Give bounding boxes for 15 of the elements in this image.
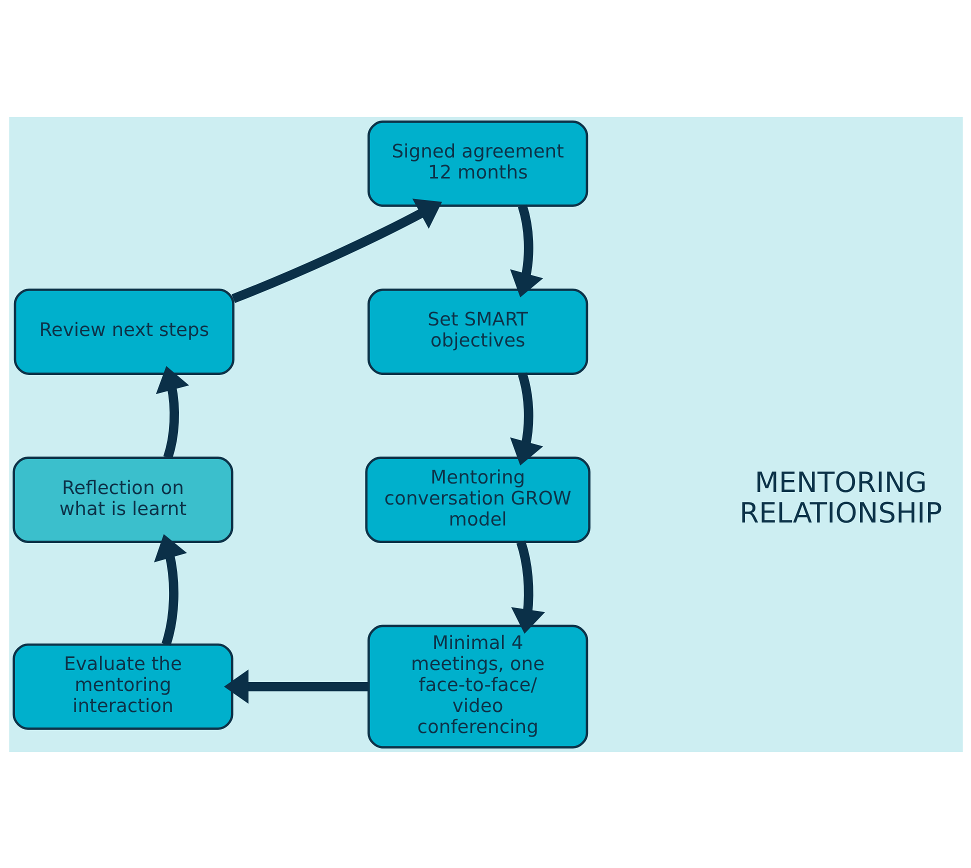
arrow — [155, 366, 189, 458]
node-box: Reflection on what is learnt — [12, 456, 233, 543]
node-box: Review next steps — [13, 288, 234, 374]
arrow — [224, 669, 368, 704]
node-box: Evaluate the mentoring interaction — [12, 642, 233, 730]
arrow — [510, 372, 543, 465]
arrow — [510, 204, 543, 297]
node-box: Minimal 4 meetings, one face-to-face/ video conferencing — [367, 624, 588, 748]
arrow — [154, 534, 186, 646]
node-box: Set SMART objectives — [367, 288, 588, 374]
node-box: Signed agreement 12 months — [367, 120, 588, 206]
node-box: Mentoring conversation GROW model — [364, 456, 590, 543]
arrow — [510, 540, 545, 634]
arrow — [231, 198, 442, 303]
label: MENTORING RELATIONSHIP — [739, 465, 942, 529]
